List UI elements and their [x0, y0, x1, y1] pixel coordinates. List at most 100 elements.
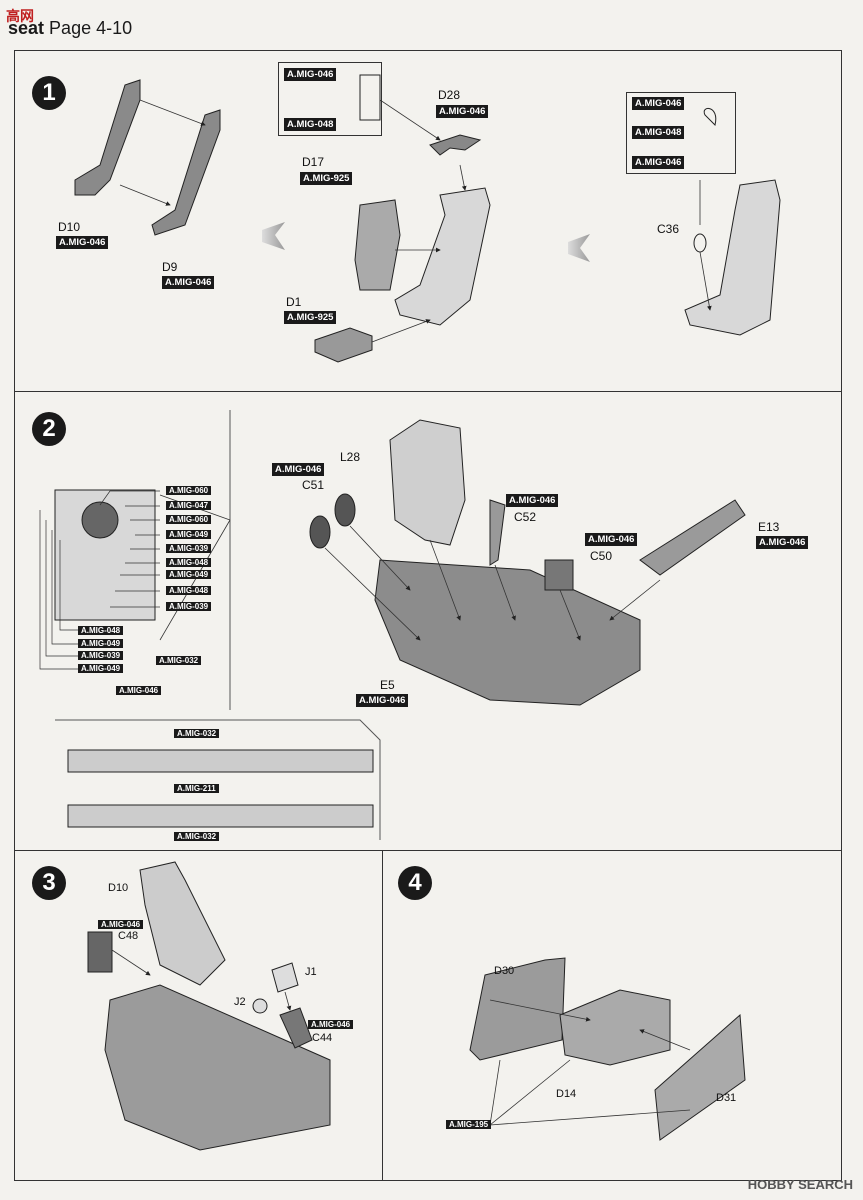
part-l28-shape — [389, 419, 466, 546]
belt-detail-a — [359, 74, 381, 121]
label-step3-d10: D10 — [108, 882, 129, 894]
left-console-shape — [67, 749, 374, 773]
paint-d10: A.MIG-046 — [56, 236, 109, 249]
footer-watermark: HOBBY SEARCH — [747, 1177, 853, 1192]
label-d9: D9 — [162, 260, 178, 274]
label-d14: D14 — [556, 1088, 577, 1100]
step1-frame — [14, 50, 842, 392]
part-j1-shape — [271, 962, 299, 993]
step-number-4: 4 — [398, 866, 432, 900]
paint-box-b2: A.MIG-048 — [632, 126, 685, 139]
part-c48-shape — [87, 931, 113, 973]
label-e13: E13 — [758, 520, 780, 534]
part-d30-shape — [469, 957, 566, 1061]
paint-e5: A.MIG-046 — [356, 694, 409, 707]
part-d17-shape — [354, 199, 401, 291]
belt-detail-box-a — [278, 62, 382, 136]
console-paint-3: A.MIG-032 — [174, 832, 220, 841]
paint-box-a1: A.MIG-046 — [284, 68, 337, 81]
panel-paint-13: A.MIG-049 — [78, 664, 124, 673]
panel-paint-1: A.MIG-060 — [166, 486, 212, 495]
part-d1-shape — [314, 327, 373, 363]
paint-d17: A.MIG-925 — [300, 172, 353, 185]
panel-paint-14: A.MIG-032 — [156, 656, 202, 665]
paint-c52: A.MIG-046 — [506, 494, 559, 507]
part-j2-shape — [252, 998, 268, 1014]
console-paint-1: A.MIG-032 — [174, 729, 220, 738]
part-d31-shape — [654, 1013, 746, 1141]
paint-c50: A.MIG-046 — [585, 533, 638, 546]
panel-paint-9: A.MIG-039 — [166, 602, 212, 611]
flow-arrow-2 — [568, 234, 590, 262]
part-d28-shape — [429, 134, 482, 156]
part-d10-shape — [74, 79, 141, 196]
paint-d28: A.MIG-046 — [436, 105, 489, 118]
label-d10: D10 — [58, 220, 81, 234]
part-seat-assembly — [394, 187, 491, 326]
step-number-1: 1 — [32, 76, 66, 110]
part-seat-complete — [684, 179, 781, 336]
panel-callout-leaders — [39, 490, 160, 670]
label-c36: C36 — [657, 222, 680, 236]
paint-d1: A.MIG-925 — [284, 311, 337, 324]
label-c50: C50 — [590, 549, 613, 563]
part-c36-shape — [693, 233, 707, 253]
label-d1: D1 — [286, 295, 302, 309]
panel-paint-15: A.MIG-046 — [116, 686, 162, 695]
step3-frame — [14, 850, 383, 1181]
label-j2: J2 — [234, 996, 246, 1008]
paint-box-b3: A.MIG-046 — [632, 156, 685, 169]
paint-box-b1: A.MIG-046 — [632, 97, 685, 110]
label-j1: J1 — [305, 966, 317, 978]
divider-lines — [55, 410, 381, 840]
part-c51-right-shape — [334, 493, 356, 527]
label-c52: C52 — [514, 510, 537, 524]
console-paint-2: A.MIG-211 — [174, 784, 219, 793]
label-e5: E5 — [380, 678, 395, 692]
part-d9-shape — [151, 109, 221, 236]
right-console-shape — [67, 804, 374, 828]
panel-paint-4: A.MIG-049 — [166, 530, 212, 539]
panel-paint-3: A.MIG-060 — [166, 515, 212, 524]
paint-c44: A.MIG-046 — [308, 1020, 354, 1029]
part-c51-left-shape — [309, 515, 331, 549]
label-c48: C48 — [118, 930, 139, 942]
step2-frame — [14, 390, 842, 851]
label-d17: D17 — [302, 155, 325, 169]
panel-paint-2: A.MIG-047 — [166, 501, 212, 510]
step-number-2: 2 — [32, 412, 66, 446]
label-d28: D28 — [438, 88, 461, 102]
panel-paint-12: A.MIG-039 — [78, 651, 124, 660]
flow-arrow-1 — [262, 222, 285, 250]
paint-e13: A.MIG-046 — [756, 536, 809, 549]
step4-frame — [382, 850, 842, 1181]
paint-c51: A.MIG-046 — [272, 463, 325, 476]
panel-paint-11: A.MIG-049 — [78, 639, 124, 648]
panel-paint-6: A.MIG-048 — [166, 558, 212, 567]
panel-paint-7: A.MIG-049 — [166, 570, 212, 579]
page-title: seat Page 4-10 — [8, 18, 133, 38]
label-d31: D31 — [716, 1092, 737, 1104]
tub-assembly-shape — [104, 984, 331, 1151]
part-e13-shape — [639, 499, 746, 576]
label-c44: C44 — [312, 1032, 333, 1044]
paint-step4: A.MIG-195 — [446, 1120, 492, 1129]
part-c50-shape — [544, 559, 574, 591]
part-c44-shape — [279, 1007, 313, 1049]
part-e5-shape — [374, 559, 641, 706]
paint-d9: A.MIG-046 — [162, 276, 215, 289]
panel-paint-8: A.MIG-048 — [166, 586, 212, 595]
belt-detail-box-b — [626, 92, 736, 174]
label-d30: D30 — [494, 965, 515, 977]
part-c52-shape — [489, 499, 506, 566]
panel-paint-5: A.MIG-039 — [166, 544, 212, 553]
paint-box-a2: A.MIG-048 — [284, 118, 337, 131]
belt-detail-b — [703, 107, 717, 126]
gauge-main — [81, 501, 119, 539]
part-d10-seat-shape — [139, 861, 226, 986]
step-number-3: 3 — [32, 866, 66, 900]
label-c51: C51 — [302, 478, 325, 492]
panel-paint-10: A.MIG-048 — [78, 626, 124, 635]
